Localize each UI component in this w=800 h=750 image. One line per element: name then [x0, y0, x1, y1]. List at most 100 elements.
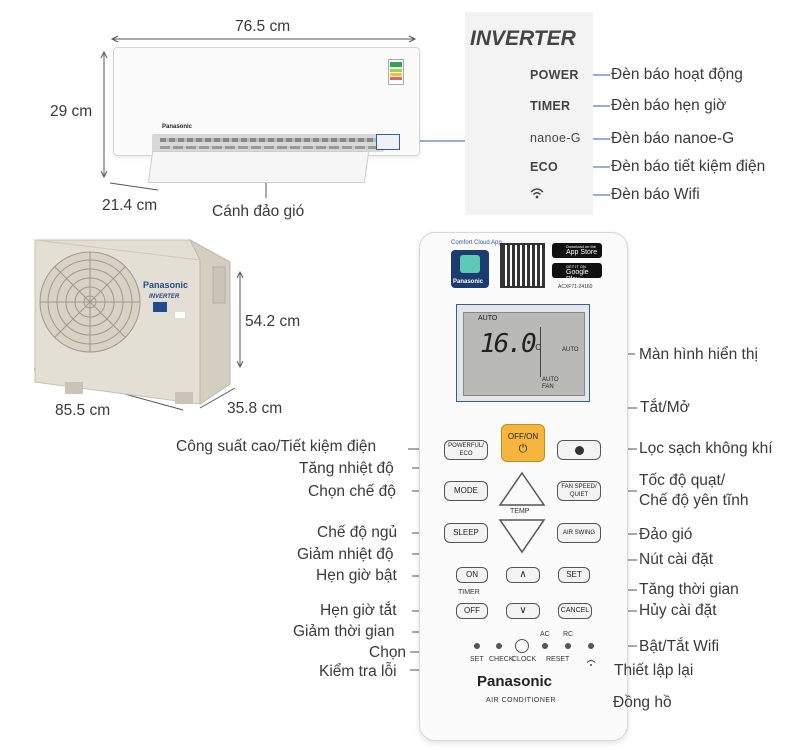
clock-button[interactable] — [515, 639, 529, 653]
app-store-badge[interactable]: Download on the App Store — [552, 243, 602, 258]
wifi-pinhole[interactable] — [588, 643, 594, 649]
model-number: ACXF71-24160 — [558, 284, 593, 290]
inverter-logo: INVERTER — [470, 27, 576, 50]
label-fan-speed-2: Chế độ yên tĩnh — [639, 492, 749, 509]
fan-grille — [39, 251, 141, 353]
triangle-down-icon — [498, 519, 546, 554]
louver-label: Cánh đảo gió — [212, 203, 305, 220]
small-wifi-icon — [586, 654, 596, 672]
lcd-fan-label-1: AUTO — [542, 377, 559, 383]
outdoor-brand: Panasonic — [143, 280, 189, 290]
ac-label: AC — [540, 631, 550, 638]
air-outlet — [152, 134, 384, 152]
label-timer-on: Hẹn giờ bật — [316, 567, 397, 584]
label-fan-speed-1: Tốc độ quạt/ — [639, 472, 726, 489]
google-play-text: Google Play — [566, 269, 589, 283]
time-up-button[interactable]: ∧ — [506, 567, 540, 583]
label-time-down: Giảm thời gian — [293, 623, 395, 640]
label-timer-off: Hẹn giờ tắt — [320, 602, 397, 619]
label-clock: Đồng hồ — [613, 694, 672, 711]
app-icon-brand: Panasonic — [453, 279, 484, 285]
label-swing: Đảo gió — [639, 526, 693, 543]
timer-on-button[interactable]: ON — [456, 567, 488, 583]
powerful-eco-button[interactable]: POWERFUL/ ECO — [444, 440, 488, 460]
nanoe-indicator: nanoe-G — [530, 131, 581, 145]
chevron-down-icon: ∨ — [519, 605, 527, 616]
label-time-up: Tăng thời gian — [639, 581, 739, 598]
off-on-text: OFF/ON — [507, 432, 539, 441]
indoor-height-label: 29 cm — [50, 103, 93, 120]
outdoor-inverter-badge: INVERTER — [149, 294, 180, 300]
indoor-depth-label: 21.4 cm — [102, 197, 158, 214]
set-button[interactable]: SET — [558, 567, 590, 583]
outdoor-unit-drawing — [34, 238, 231, 405]
chevron-up-icon: ∧ — [519, 569, 527, 580]
outdoor-unit: Panasonic INVERTER — [25, 232, 240, 407]
check-pinhole[interactable] — [496, 643, 502, 649]
mode-button[interactable]: MODE — [444, 481, 488, 501]
eco-indicator-label: Đèn báo tiết kiệm điện — [611, 158, 766, 175]
air-purify-button[interactable] — [557, 440, 601, 460]
indoor-unit: Panasonic — [113, 47, 420, 156]
off-on-button[interactable]: OFF/ON ⏻ — [501, 424, 545, 462]
timer-off-button[interactable]: OFF — [456, 603, 488, 619]
app-store-small-text: Download on the — [566, 244, 597, 249]
wifi-indicator-label: Đèn báo Wifi — [611, 186, 700, 203]
outdoor-sticker — [153, 302, 167, 312]
google-play-badge[interactable]: GET IT ON Google Play — [552, 263, 602, 283]
label-powerful: Công suất cao/Tiết kiệm điện — [176, 438, 377, 455]
outdoor-height-label: 54.2 cm — [245, 313, 301, 330]
temp-down-button[interactable] — [498, 518, 546, 559]
label-wifi: Bật/Tắt Wifi — [639, 638, 720, 655]
remote-subtitle: AIR CONDITIONER — [486, 697, 557, 704]
power-indicator: POWER — [530, 68, 579, 82]
lcd-temp: 16.0 — [480, 329, 537, 359]
lcd-fan-mode: AUTO — [562, 347, 579, 353]
label-select: Chọn — [369, 644, 407, 661]
rc-reset-pinhole[interactable] — [565, 643, 571, 649]
outdoor-width-label: 85.5 cm — [55, 402, 111, 419]
label-display: Màn hình hiển thị — [639, 346, 758, 363]
temp-up-button[interactable] — [498, 471, 546, 512]
cancel-button[interactable]: CANCEL — [558, 603, 592, 619]
label-onoff: Tắt/Mở — [640, 399, 690, 416]
triangle-up-icon — [498, 471, 546, 506]
small-reset-label: RESET — [546, 656, 570, 663]
sleep-button[interactable]: SLEEP — [444, 523, 488, 543]
outdoor-depth-label: 35.8 cm — [227, 400, 283, 417]
lcd-unit: °C — [532, 343, 541, 352]
app-store-text: App Store — [566, 249, 598, 256]
indoor-brand: Panasonic — [162, 124, 193, 130]
nanoe-indicator-label: Đèn báo nanoe-G — [611, 130, 735, 147]
fan-speed-quiet-button[interactable]: FAN SPEED/ QUIET — [557, 481, 601, 501]
remote-brand: Panasonic — [477, 673, 553, 690]
wifi-icon — [530, 186, 544, 204]
indoor-width-label: 76.5 cm — [235, 18, 291, 35]
label-temp-down: Giảm nhiệt độ — [297, 546, 394, 563]
display-panel — [465, 12, 593, 215]
app-icon — [451, 250, 489, 288]
power-indicator-label: Đèn báo hoạt động — [611, 66, 743, 83]
time-down-button[interactable]: ∨ — [506, 603, 540, 619]
lcd-mode: AUTO — [478, 315, 498, 322]
energy-label-icon — [388, 59, 404, 85]
label-set: Nút cài đặt — [639, 551, 714, 568]
label-sleep: Chế độ ngủ — [317, 524, 398, 541]
timer-label: TIMER — [458, 589, 480, 596]
google-play-small-text: GET IT ON — [566, 264, 586, 269]
temp-label: TEMP — [510, 508, 530, 515]
small-check-label: CHECK — [489, 656, 514, 663]
label-reset: Thiết lập lại — [614, 662, 694, 679]
purify-icon — [574, 445, 584, 455]
select-pinhole[interactable] — [474, 643, 480, 649]
eco-indicator: ECO — [530, 160, 558, 174]
lcd-screen: AUTO 16.0 °C AUTO AUTO FAN — [456, 304, 590, 402]
power-icon: ⏻ — [518, 443, 528, 455]
small-clock-label: CLOCK — [512, 656, 537, 663]
ac-reset-pinhole[interactable] — [542, 643, 548, 649]
label-air-purify: Lọc sạch không khí — [639, 440, 773, 457]
label-temp-up: Tăng nhiệt độ — [299, 460, 394, 477]
air-swing-button[interactable]: AIR SWING — [557, 523, 601, 543]
label-mode: Chọn chế độ — [308, 483, 396, 500]
label-check: Kiểm tra lỗi — [319, 663, 397, 680]
